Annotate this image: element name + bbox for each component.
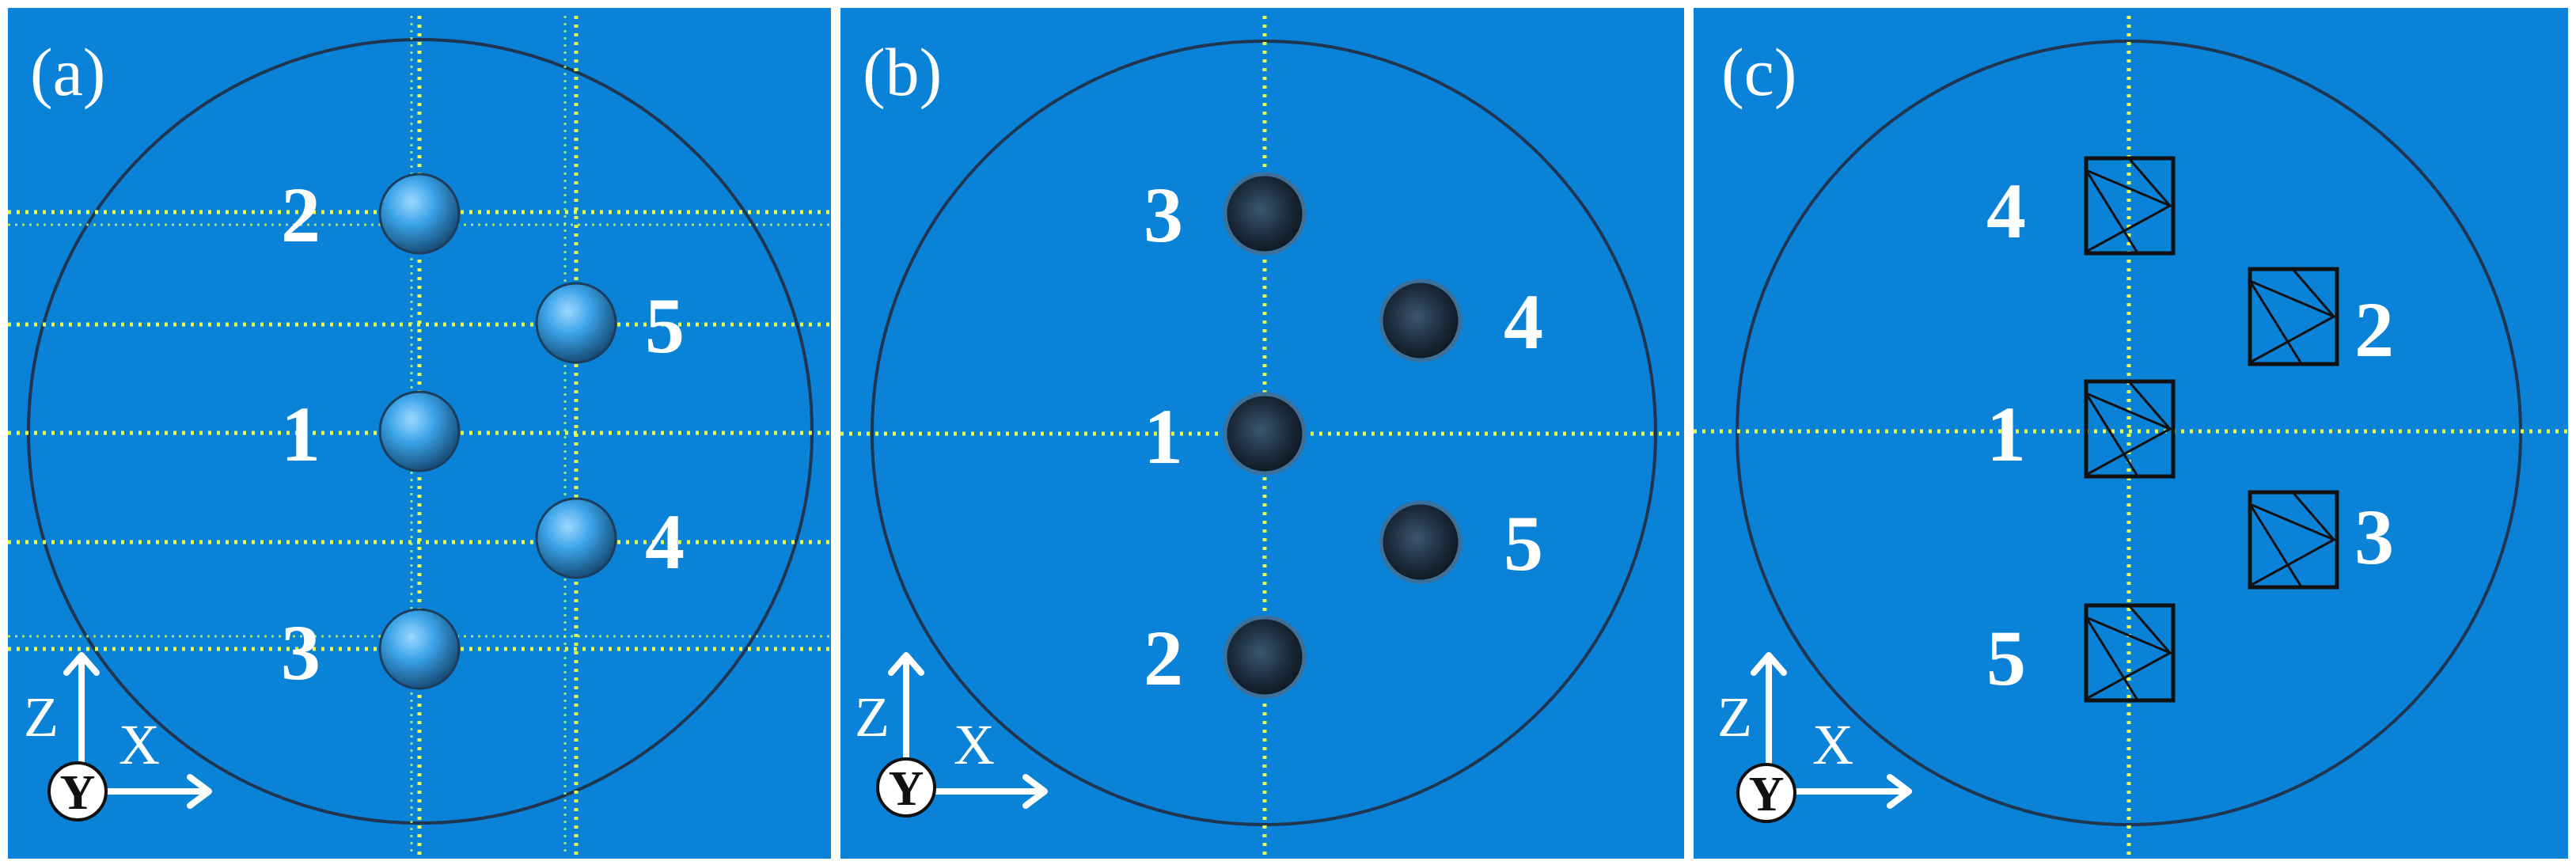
panel-c-marker-1: 1 [1986,390,2026,478]
panel-a-axis-z: Z [24,685,59,749]
panel-b-sphere-5 [1379,500,1463,584]
panel-a-axis-triad: Z X Y [24,652,212,821]
panel-c-cube-3 [2248,490,2339,590]
panel-a-axis-y: Y [60,766,96,820]
panel-b-marker-4: 4 [1504,278,1543,366]
panel-c-cube-1 [2084,379,2176,479]
panel-c-cube-2 [2248,267,2339,366]
panel-a-sphere-2 [378,173,461,255]
panel-c-marker-5: 5 [1986,614,2026,702]
panel-a-axis-x: X [119,713,160,776]
panel-c-axis-z: Z [1717,685,1752,749]
panel-c-axis-x: X [1812,713,1853,776]
panel-a-marker-1: 1 [281,390,321,478]
panel-c-marker-3: 3 [2354,493,2394,581]
panel-c-cube-4 [2084,156,2176,256]
panel-a-sphere-4 [535,497,617,579]
panel-c-guides [1694,16,2568,855]
panel-b-marker-1: 1 [1144,393,1183,480]
panel-b-sphere-4 [1379,279,1463,362]
panel-a-sphere-3 [378,608,461,690]
panel-b-axis-z: Z [855,685,890,749]
panel-b: (b) 3 1 2 4 5 Z X Y [840,8,1684,859]
panel-c-marker-4: 4 [1986,167,2026,255]
panel-c-cube-5 [2084,603,2176,703]
panel-c-axis-y: Y [1749,768,1785,821]
panel-b-marker-2: 2 [1144,614,1183,702]
panel-b-axis-triad: Z X Y [855,652,1048,818]
panel-a-marker-4: 4 [645,498,685,586]
panel-a-marker-3: 3 [281,609,321,696]
panel-c-marker-2: 2 [2354,286,2394,374]
panel-a-marker-5: 5 [645,282,685,370]
panel-b-sphere-2 [1223,615,1307,699]
panel-b-outline-circle [871,40,1657,826]
panel-b-axis-y: Y [889,762,924,816]
panel-c-label: (c) [1721,34,1796,110]
panel-a-marker-2: 2 [281,171,321,259]
panel-a-sphere-1 [378,390,461,472]
panel-b-marker-5: 5 [1504,499,1543,587]
panel-a-label: (a) [30,34,105,110]
panel-a: (a) 2 1 3 5 4 Z X Y [8,8,831,859]
panel-b-marker-3: 3 [1144,171,1183,259]
panel-b-sphere-1 [1223,392,1307,476]
panel-a-sphere-5 [535,282,617,364]
panel-b-axis-x: X [954,713,995,776]
panel-c-axis-triad: Z X Y [1717,652,1912,823]
panel-c: (c) 4 1 5 2 3 Z X Y [1694,8,2568,859]
panel-b-label: (b) [863,34,942,110]
panel-b-sphere-3 [1223,172,1307,256]
